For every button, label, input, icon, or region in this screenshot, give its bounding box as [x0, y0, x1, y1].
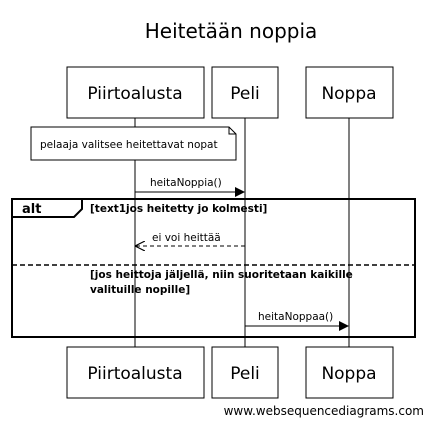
message-label: ei voi heittää [152, 232, 221, 244]
participant-noppa-top: Noppa [305, 66, 394, 119]
participant-piirtoalusta-top: Piirtoalusta [66, 66, 205, 119]
participant-label: Noppa [321, 84, 376, 104]
message-label: heitaNoppia() [150, 177, 222, 189]
message-heitanoppia: heitaNoppia() [135, 177, 245, 197]
alt-guard-2-line1: [jos heittoja jäljellä, niin suoritetaan… [90, 269, 353, 281]
participant-label: Peli [230, 84, 260, 104]
message-ei-voi-heittaa: ei voi heittää [136, 232, 245, 246]
message-heitanoppaa: heitaNoppaa() [245, 311, 349, 331]
participant-piirtoalusta-bottom: Piirtoalusta [66, 346, 205, 399]
participant-peli-bottom: Peli [211, 346, 279, 399]
alt-guard-2-line2: valituille nopille] [90, 284, 190, 296]
participant-peli-top: Peli [211, 66, 279, 119]
participant-label: Piirtoalusta [87, 84, 182, 104]
participant-label: Noppa [321, 364, 376, 384]
note-text: pelaaja valitsee heitettavat nopat [40, 139, 218, 151]
alt-guard-1: [text1jos heitetty jo kolmesti] [90, 203, 267, 215]
participant-noppa-bottom: Noppa [305, 346, 394, 399]
note-box: pelaaja valitsee heitettavat nopat [30, 126, 237, 161]
message-label: heitaNoppaa() [258, 311, 333, 323]
alt-frame: alt [text1jos heitetty jo kolmesti] [jos… [11, 198, 416, 338]
footer-watermark: www.websequencediagrams.com [224, 404, 424, 418]
participant-label: Piirtoalusta [87, 364, 182, 384]
alt-keyword: alt [22, 202, 41, 217]
participant-label: Peli [230, 364, 260, 384]
diagram-title: Heitetään noppia [145, 19, 318, 43]
